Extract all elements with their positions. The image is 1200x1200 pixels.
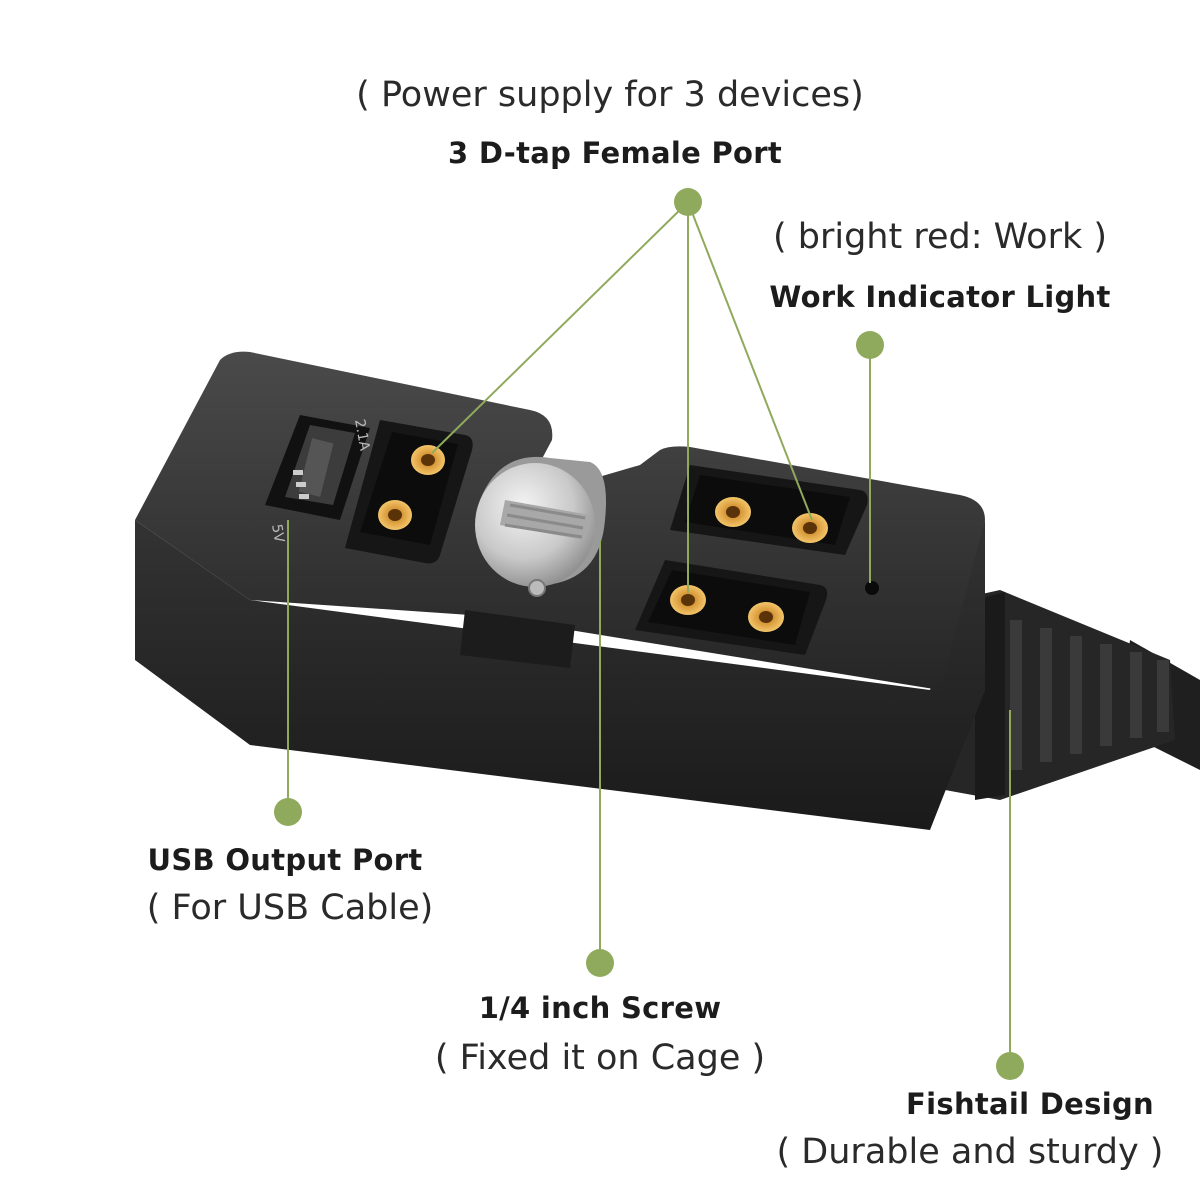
screw-subtitle: ( Fixed it on Cage ) xyxy=(434,1038,766,1078)
usb-subtitle: ( For USB Cable) xyxy=(146,888,434,928)
usb-port xyxy=(265,415,370,520)
dtap-port-2 xyxy=(670,465,868,555)
indicator-callout-dot xyxy=(856,331,884,359)
usb-voltage-label: 5V xyxy=(268,523,287,544)
dtap-port-1 xyxy=(345,420,473,564)
indicator-subtitle: ( bright red: Work ) xyxy=(772,217,1108,257)
indicator-title: Work Indicator Light xyxy=(769,280,1111,314)
leader-lines xyxy=(287,201,1011,1066)
usb-callout-dot xyxy=(274,798,302,826)
indicator-light xyxy=(865,581,879,595)
fishtail-callout-dot xyxy=(996,1052,1024,1080)
screw-callout-dot xyxy=(586,949,614,977)
body-side xyxy=(135,520,985,830)
screw-title: 1/4 inch Screw xyxy=(478,991,722,1025)
dtap-callout-dot xyxy=(674,188,702,216)
fishtail-subtitle: ( Durable and sturdy ) xyxy=(776,1132,1164,1172)
usb-rating-label: 2.1A xyxy=(351,418,372,453)
dtap-subtitle: ( Power supply for 3 devices) xyxy=(356,75,864,115)
fishtail-title: Fishtail Design xyxy=(906,1087,1154,1121)
quarter-inch-screw xyxy=(475,456,606,597)
usb-title: USB Output Port xyxy=(147,843,423,877)
dtap-title: 3 D-tap Female Port xyxy=(447,136,783,170)
fishtail-strain-relief xyxy=(945,590,1175,800)
